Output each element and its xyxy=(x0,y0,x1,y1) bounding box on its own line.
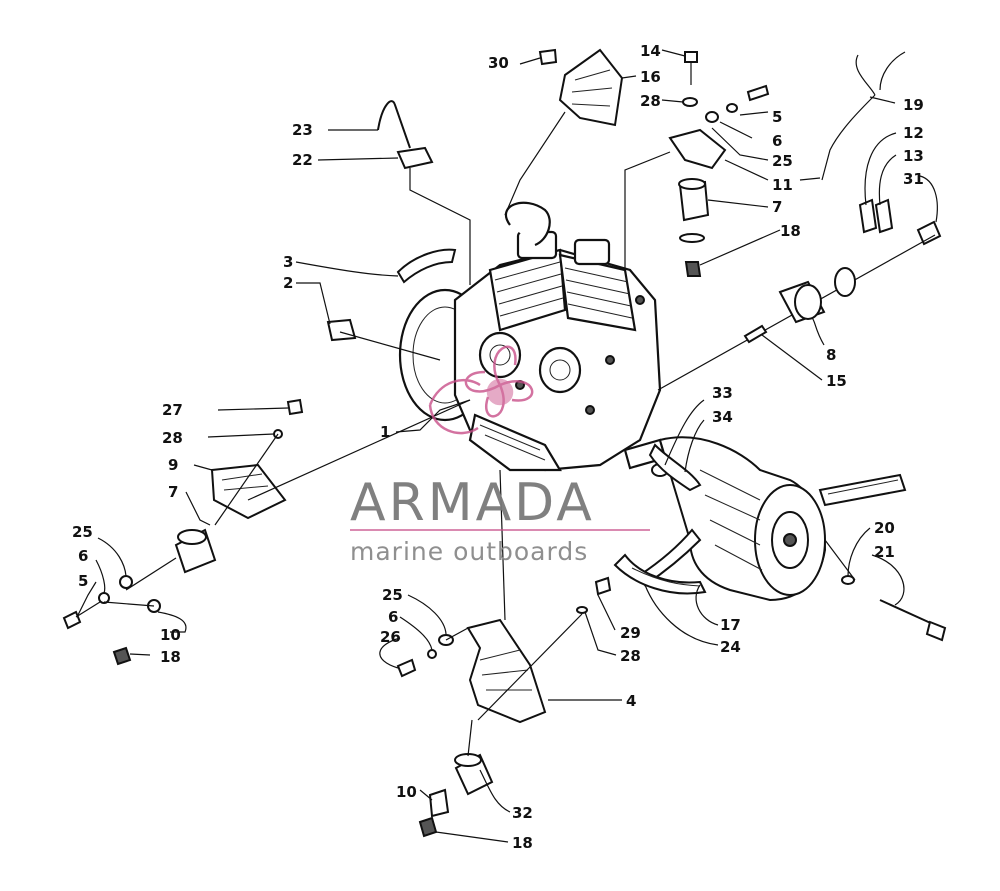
callout-21: 21 xyxy=(874,543,895,561)
watermark-logo-icon xyxy=(428,345,534,435)
callout-6-left: 6 xyxy=(78,547,88,565)
clip-part xyxy=(538,48,558,66)
callout-5-left: 5 xyxy=(78,572,88,590)
engine-block xyxy=(398,201,667,472)
callout-labels: 23 22 3 2 1 30 16 14 28 5 6 25 11 7 18 1… xyxy=(72,42,924,852)
callout-25-bottom: 25 xyxy=(382,586,403,604)
callout-17: 17 xyxy=(720,616,741,634)
callout-34: 34 xyxy=(712,408,733,426)
pad-part xyxy=(326,318,357,342)
wire-spring-part xyxy=(377,100,411,149)
callout-16: 16 xyxy=(640,68,661,86)
callout-5-top: 5 xyxy=(772,108,782,126)
callout-11: 11 xyxy=(772,176,793,194)
callout-28-left: 28 xyxy=(162,429,183,447)
bolt-head-part xyxy=(925,620,947,642)
callout-1: 1 xyxy=(380,423,390,441)
callout-25-top: 25 xyxy=(772,152,793,170)
watermark-title: ARMADA xyxy=(350,473,595,533)
callout-13: 13 xyxy=(903,147,924,165)
callout-32: 32 xyxy=(512,804,533,822)
callout-28-top: 28 xyxy=(640,92,661,110)
bolt-part xyxy=(916,220,942,246)
parts xyxy=(62,48,947,838)
callout-18-top: 18 xyxy=(780,222,801,240)
drive-belt-part xyxy=(818,473,907,507)
callout-14: 14 xyxy=(640,42,661,60)
callout-10-left: 10 xyxy=(160,626,181,644)
screw-part xyxy=(396,658,417,678)
terminal-part xyxy=(858,198,878,234)
mount-bracket-part xyxy=(668,128,727,170)
dowel-pin-part xyxy=(743,324,768,344)
watermark-subtitle: marine outboards xyxy=(350,537,588,566)
watermark: ARMADA marine outboards xyxy=(350,345,650,566)
callout-28-bottom: 28 xyxy=(620,647,641,665)
screw-head-part xyxy=(286,398,304,416)
callout-30: 30 xyxy=(488,54,509,72)
callout-33: 33 xyxy=(712,384,733,402)
lower-mount-bracket-part xyxy=(466,618,547,724)
callout-18-left: 18 xyxy=(160,648,181,666)
washer-part xyxy=(682,97,698,107)
callout-12: 12 xyxy=(903,124,924,142)
callout-31: 31 xyxy=(903,170,924,188)
callout-7-left: 7 xyxy=(168,483,178,501)
bolt-part xyxy=(746,84,770,102)
callout-3: 3 xyxy=(283,253,293,271)
callout-2: 2 xyxy=(283,274,293,292)
callout-8: 8 xyxy=(826,346,836,364)
callout-27: 27 xyxy=(162,401,183,419)
callout-4: 4 xyxy=(626,692,636,710)
callout-19: 19 xyxy=(903,96,924,114)
callout-20: 20 xyxy=(874,519,895,537)
bolt-part xyxy=(62,610,82,630)
callout-25-left: 25 xyxy=(72,523,93,541)
callout-23: 23 xyxy=(292,121,313,139)
screw-head-part xyxy=(594,576,612,596)
bracket-plate-part xyxy=(396,146,434,170)
callout-9: 9 xyxy=(168,456,178,474)
callout-15: 15 xyxy=(826,372,847,390)
screw-head-part xyxy=(684,51,698,63)
wire-harness-part xyxy=(821,51,906,181)
callout-6-bottom: 6 xyxy=(388,608,398,626)
callout-22: 22 xyxy=(292,151,313,169)
callout-26: 26 xyxy=(380,628,401,646)
callout-10-bottom: 10 xyxy=(396,783,417,801)
callout-24: 24 xyxy=(720,638,741,656)
callout-6-top: 6 xyxy=(772,132,782,150)
cover-plate-part xyxy=(558,48,624,127)
left-mount-plate-part xyxy=(210,463,287,520)
drive-clutch-part xyxy=(638,436,827,602)
callout-29: 29 xyxy=(620,624,641,642)
callout-7-top: 7 xyxy=(772,198,782,216)
callout-18-bottom: 18 xyxy=(512,834,533,852)
gasket-strip-part xyxy=(396,248,457,284)
